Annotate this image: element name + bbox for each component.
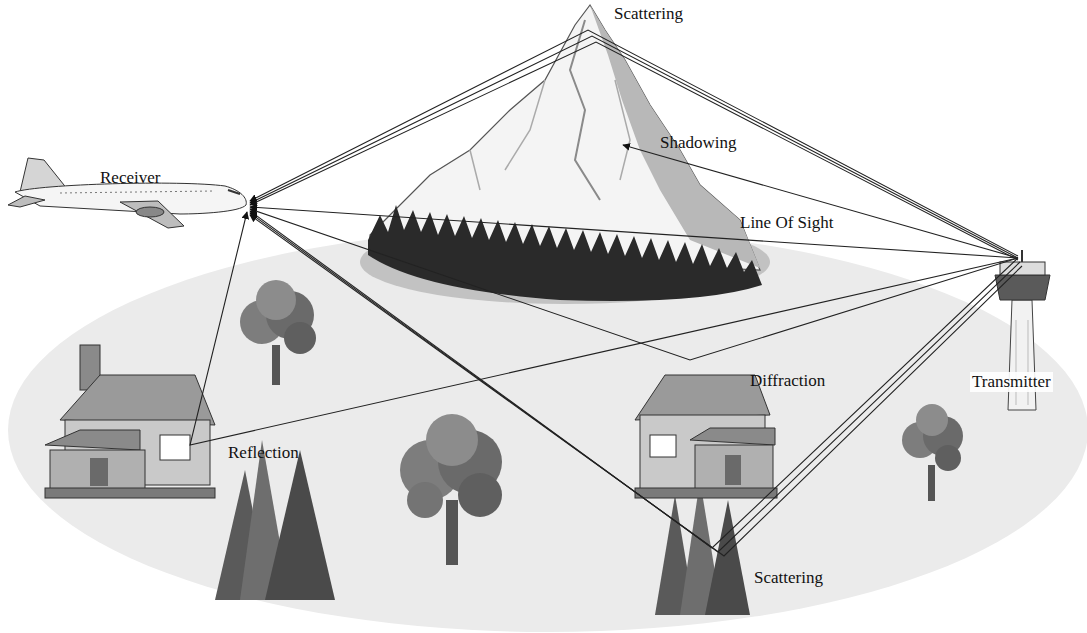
pine-trees: [655, 480, 750, 615]
mountain: [360, 5, 770, 304]
effect-label: Diffraction: [748, 371, 827, 391]
effect-label: Line Of Sight: [738, 213, 836, 233]
house: [635, 375, 777, 498]
propagation-rays: [190, 30, 1022, 556]
effect-label: Reflection: [226, 443, 301, 463]
effect-label: Scattering: [612, 4, 685, 24]
effect-label: Transmitter: [970, 372, 1053, 392]
effect-label: Shadowing: [658, 133, 739, 153]
house: [45, 345, 215, 498]
tree: [902, 404, 963, 501]
airplane: [8, 158, 246, 228]
tree: [240, 280, 316, 385]
pine-trees: [215, 440, 335, 600]
effect-label: Scattering: [752, 568, 825, 588]
effect-label: Receiver: [98, 168, 162, 188]
tree: [400, 414, 502, 565]
